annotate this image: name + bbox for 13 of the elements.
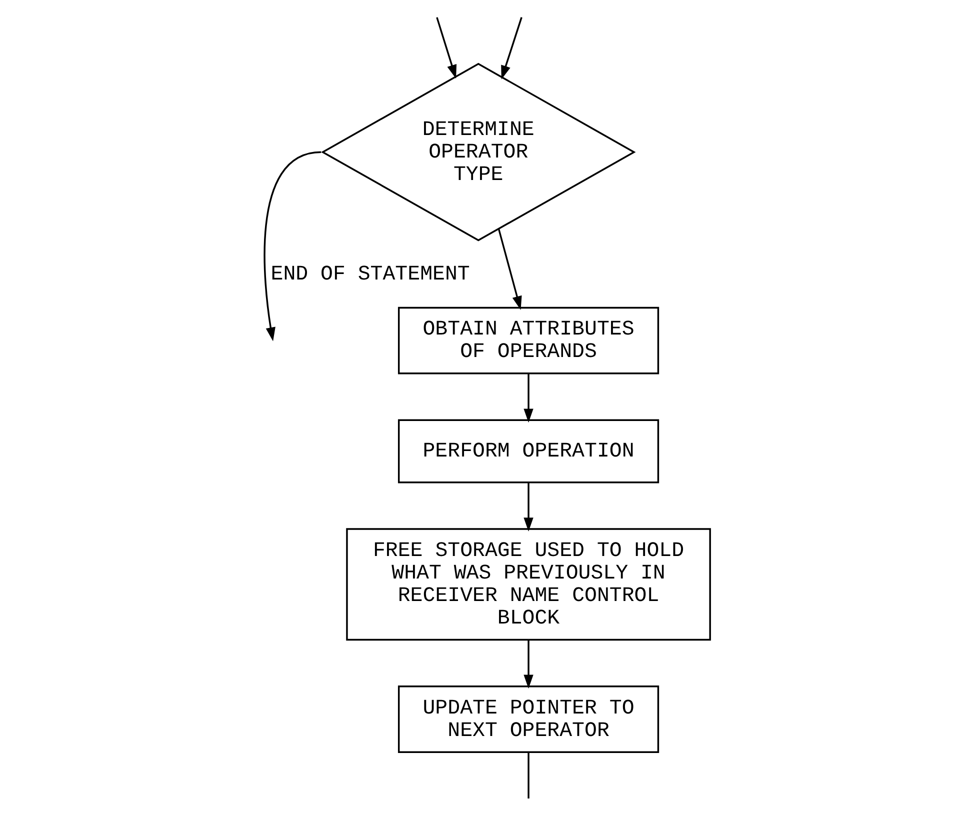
node-box: FREE STORAGE USED TO HOLD WHAT WAS PREVIOUSLY IN RECEIVER NAME CONTROL BLOCK [346, 528, 711, 641]
arrow [524, 374, 534, 423]
connector [528, 752, 530, 798]
node-box: OBTAIN ATTRIBUTES OF OPERANDS [398, 306, 660, 374]
arrow [524, 482, 534, 532]
arrow [436, 17, 457, 79]
arrow [501, 17, 522, 80]
arrow [264, 151, 322, 342]
arrow [524, 640, 534, 689]
edge-label: END OF STATEMENT [270, 263, 470, 286]
node-box: PERFORM OPERATION [398, 419, 660, 484]
arrow [498, 228, 522, 310]
node-box: UPDATE POINTER TO NEXT OPERATOR [398, 686, 660, 753]
